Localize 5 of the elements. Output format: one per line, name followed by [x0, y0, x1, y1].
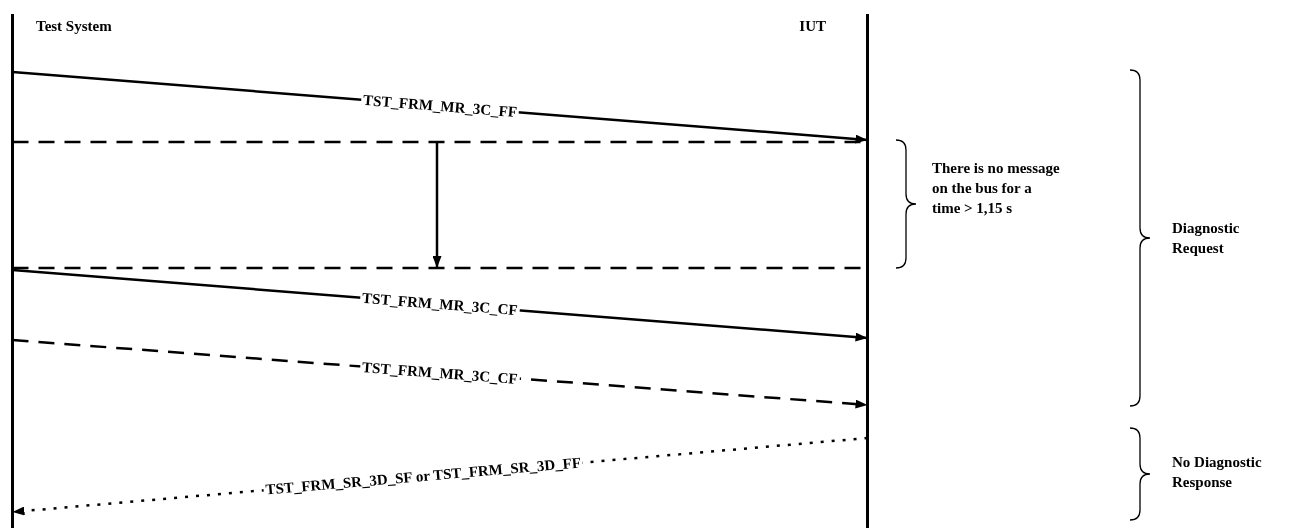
annotation: There is no message on the bus for a time > 1,15 s: [932, 159, 1061, 218]
annotation: No Diagnostic Response: [1172, 453, 1263, 492]
lifeline-heading: IUT: [799, 18, 826, 35]
lifeline-heading: Test System: [36, 18, 112, 35]
annotation: Diagnostic Request: [1172, 219, 1241, 258]
